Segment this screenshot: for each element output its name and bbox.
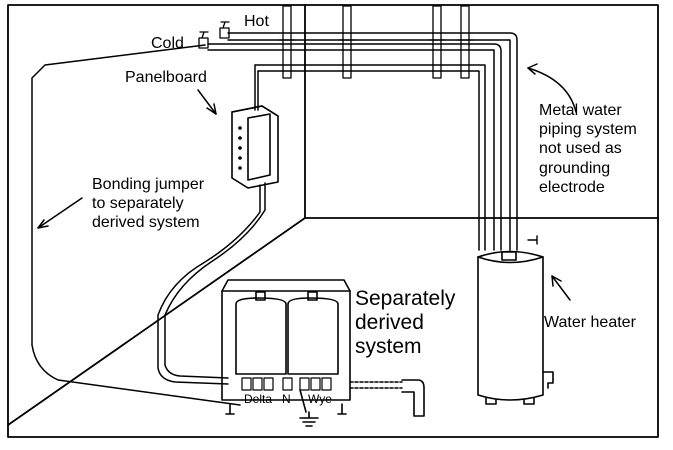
transformer-coil-right: [287, 297, 339, 375]
drain-valve-icon: [542, 371, 554, 389]
transformer-coil-left: [235, 297, 287, 375]
joist-1: [282, 5, 292, 79]
water-heater-label: Water heater: [544, 314, 636, 331]
panelboard-door: [247, 113, 271, 181]
metal-water-piping-label: Metal water piping system not used as gr…: [539, 102, 637, 196]
transformer: [221, 279, 425, 427]
panelboard-label: Panelboard: [125, 69, 207, 86]
bonding-jumper-arrow: [37, 197, 83, 229]
wye-label: Wye: [308, 392, 332, 406]
ground-symbol-icon: [299, 389, 319, 427]
bonding-jumper-cable: [31, 44, 266, 406]
hot-pipe-inner: [227, 39, 511, 251]
leader-arrows: [37, 63, 577, 301]
delta-label: Delta: [244, 392, 273, 406]
joist-3: [432, 5, 442, 79]
conduit-drop: [254, 64, 259, 111]
conduit-inner: [257, 70, 480, 251]
transformer-terminals: [241, 377, 332, 391]
panelboard-breakers: [238, 126, 242, 170]
room-frame: [7, 4, 659, 438]
output-cable: [349, 381, 403, 389]
hot-label: Hot: [244, 13, 269, 30]
cold-label: Cold: [151, 35, 184, 52]
wall-floor-line-left: [7, 217, 306, 426]
water-heater-arrow: [551, 275, 571, 301]
neutral-label: N: [282, 392, 291, 406]
output-conduit: [401, 379, 425, 417]
panelboard: [231, 105, 279, 189]
cold-pipe-inner: [207, 49, 495, 251]
joist-4: [460, 5, 470, 79]
bonding-jumper-label: Bonding jumper to separately derived sys…: [92, 176, 205, 231]
valve-icon: [219, 27, 230, 39]
separately-derived-system-label: Separately derived system: [355, 287, 456, 359]
feeder-cable: [157, 184, 261, 385]
joist-2: [342, 5, 352, 79]
cold-pipe-outer: [207, 43, 502, 251]
hot-pipe-outer: [227, 32, 518, 251]
valve-icon: [198, 37, 209, 49]
water-heater-tank: [477, 250, 544, 401]
piping-arrow: [527, 67, 577, 113]
bonding-jumper-wire: [31, 44, 241, 406]
ceiling-joists: [278, 5, 474, 79]
panelboard-arrow: [197, 89, 217, 115]
room-outline: [7, 4, 659, 438]
conduit-outer: [254, 64, 486, 251]
water-pipes: [198, 21, 538, 251]
water-heater: [477, 250, 554, 405]
